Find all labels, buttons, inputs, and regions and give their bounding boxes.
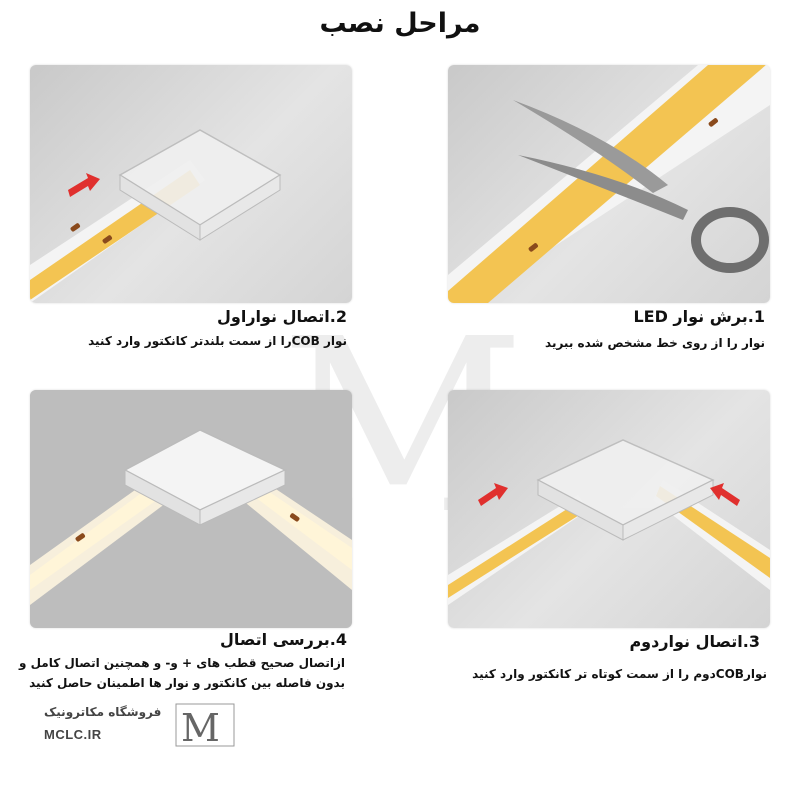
page-title: مراحل نصب	[319, 8, 481, 39]
step-4-photo	[30, 390, 352, 628]
step-1-title: 1.برش نوار LED	[633, 307, 765, 326]
step-2-description: نوار COBرا از سمت بلندتر کانکتور وارد کن…	[88, 334, 347, 348]
store-logo: M	[175, 703, 235, 747]
step-4-description: ازاتصال صحیح قطب های + و- و همچنین اتصال…	[18, 656, 345, 690]
step-3-description: نوارCOBدوم را از سمت کوتاه تر کانکتور وا…	[472, 667, 767, 681]
store-url: MCLC.IR	[44, 727, 102, 742]
step-2-title: 2.اتصال نواراول	[217, 307, 347, 326]
step-3-title: 3.اتصال نواردوم	[629, 632, 760, 651]
step-1-description: نوار را از روی خط مشخص شده ببرید	[545, 336, 765, 350]
step-2-photo	[30, 65, 352, 303]
step-1-photo	[448, 65, 770, 303]
step-4-title: 4.بررسی اتصال	[219, 630, 347, 649]
store-name: فروشگاه مکاترونیک	[44, 705, 162, 719]
step-3-photo	[448, 390, 770, 628]
svg-text:M: M	[181, 706, 220, 747]
